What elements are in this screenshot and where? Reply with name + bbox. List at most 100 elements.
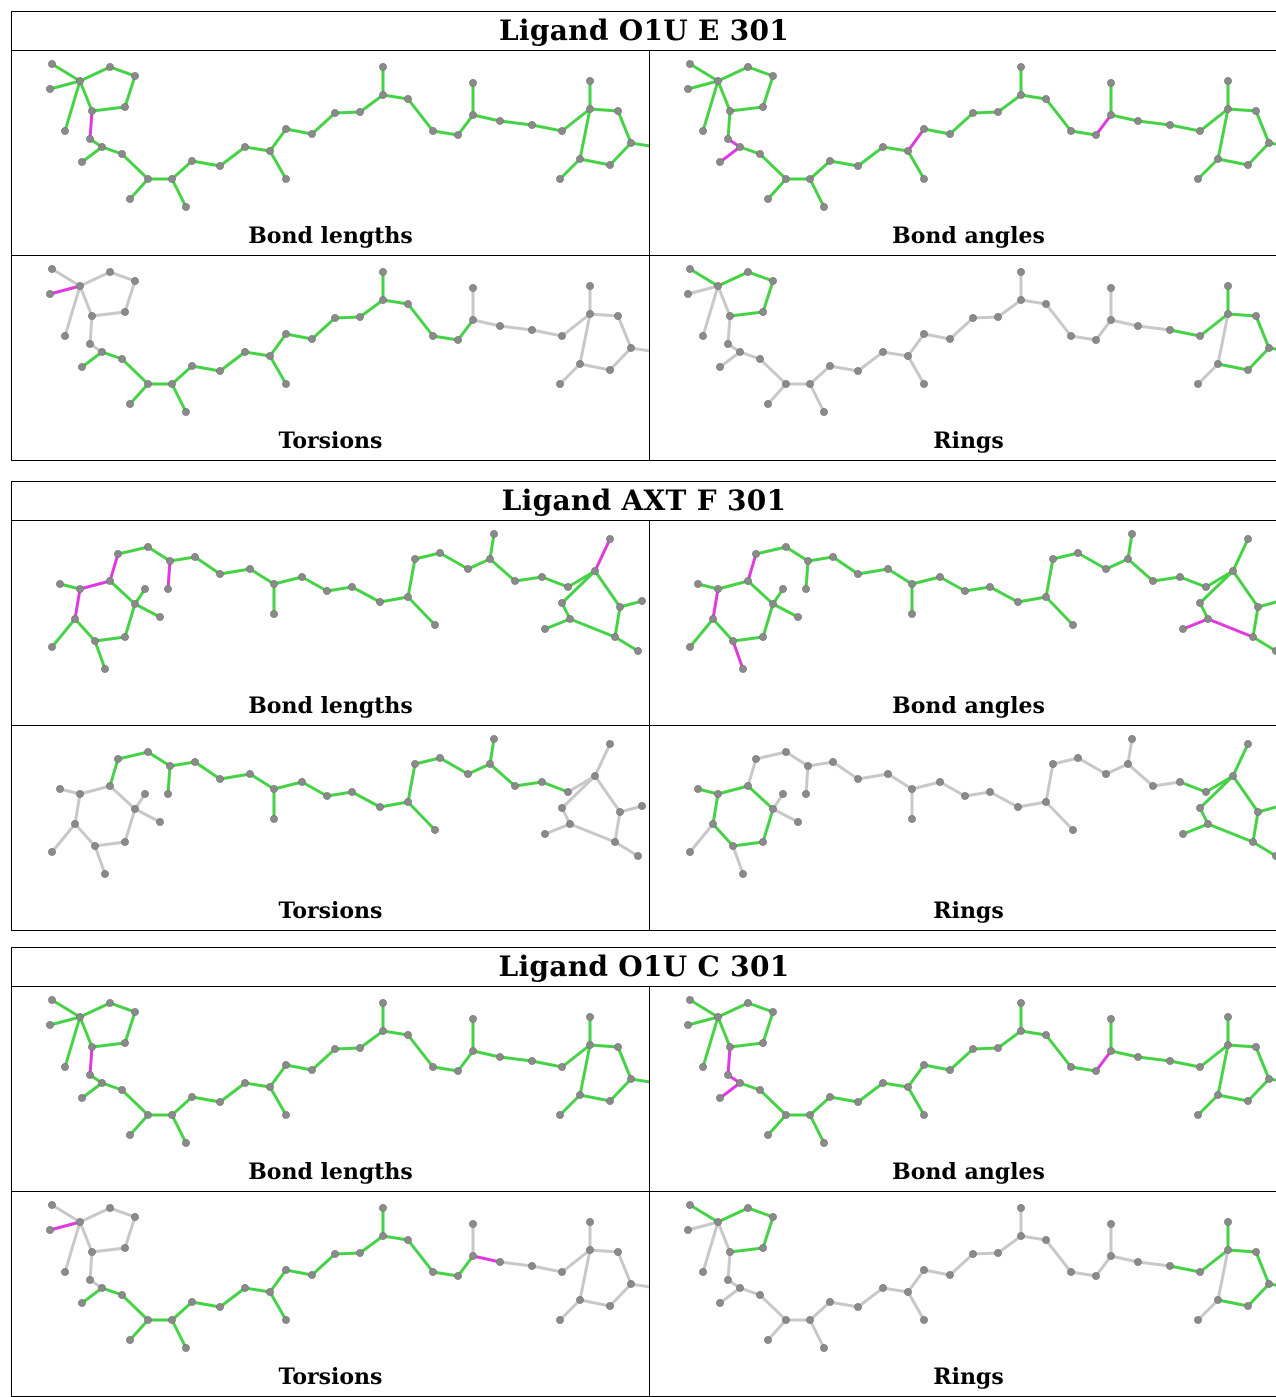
- atom-1-1-34: [1229, 567, 1237, 575]
- bond-2-2-17: [190, 1300, 222, 1309]
- atom-1-0-11: [114, 550, 122, 558]
- atom-0-2-33: [528, 326, 536, 334]
- bond-0-3-4: [728, 310, 765, 318]
- atom-2-3-11: [756, 1291, 764, 1299]
- bond-1-0-2: [108, 579, 137, 606]
- bond-2-0-29: [431, 1065, 460, 1073]
- bond-0-0-32: [471, 113, 502, 123]
- atom-0-2-0: [48, 265, 56, 273]
- atom-2-1-3: [769, 1008, 777, 1016]
- atom-0-1-42: [1194, 175, 1202, 183]
- atom-0-2-25: [379, 296, 387, 304]
- bond-0-3-19: [881, 350, 910, 358]
- atom-2-1-5: [726, 1043, 734, 1051]
- atom-2-1-24: [994, 1044, 1002, 1052]
- atom-0-2-11: [118, 355, 126, 363]
- atom-1-3-39: [1272, 852, 1276, 860]
- bond-1-2-13: [146, 750, 172, 768]
- bond-1-2-40: [568, 822, 617, 844]
- bond-1-2-29: [466, 762, 492, 776]
- molecule-diagram: [48, 530, 646, 673]
- atom-2-2-26: [379, 1204, 387, 1212]
- bond-0-1-2: [746, 65, 775, 78]
- atom-2-0-24: [356, 1044, 364, 1052]
- bond-2-1-30: [1094, 1049, 1113, 1073]
- bond-1-2-7: [50, 822, 77, 854]
- bond-1-0-16: [193, 555, 222, 576]
- atom-0-0-20: [282, 125, 290, 133]
- bond-0-3-42: [1216, 312, 1230, 366]
- bond-0-2-28: [406, 302, 435, 338]
- atom-2-0-40: [606, 1097, 614, 1105]
- horizontal-divider: [12, 255, 1276, 256]
- atom-2-2-17: [216, 1303, 224, 1311]
- bond-0-0-35: [560, 107, 592, 133]
- atom-1-2-6: [71, 820, 79, 828]
- atom-2-1-26: [1017, 999, 1025, 1007]
- bond-0-0-1: [78, 65, 112, 83]
- atom-1-0-35: [606, 535, 614, 543]
- panel-label: Bond angles: [892, 693, 1045, 719]
- atom-1-2-27: [436, 754, 444, 762]
- atom-0-3-24: [994, 313, 1002, 321]
- bond-1-3-1: [716, 784, 750, 796]
- bond-2-1-8: [726, 1045, 732, 1077]
- atom-1-2-12: [144, 748, 152, 756]
- atom-2-3-33: [1166, 1262, 1174, 1270]
- atom-1-3-8: [739, 870, 747, 878]
- atom-0-0-17: [216, 162, 224, 170]
- atom-1-1-13: [804, 557, 812, 565]
- atom-2-1-2: [744, 999, 752, 1007]
- bond-2-1-4: [728, 1041, 765, 1049]
- atom-0-1-21: [920, 175, 928, 183]
- atom-2-0-11: [118, 1086, 126, 1094]
- atom-0-2-20: [282, 330, 290, 338]
- bond-0-1-8: [726, 109, 732, 141]
- atom-0-2-13: [126, 400, 134, 408]
- bond-2-1-13: [766, 1113, 788, 1137]
- bond-1-2-8: [93, 844, 107, 876]
- bond-0-2-13: [128, 382, 150, 406]
- atom-1-2-30: [490, 735, 498, 743]
- bond-2-0-28: [406, 1033, 435, 1069]
- atom-0-2-10: [78, 363, 86, 371]
- bond-0-3-2: [746, 270, 775, 283]
- atom-0-3-21: [920, 380, 928, 388]
- atom-2-0-28: [429, 1063, 437, 1071]
- bond-2-1-38: [1254, 1045, 1271, 1081]
- atom-0-1-35: [1224, 105, 1232, 113]
- bond-1-0-17: [218, 567, 252, 576]
- bond-2-0-7: [48, 1015, 82, 1027]
- bond-2-1-27: [1019, 1029, 1048, 1037]
- bond-2-1-3: [761, 1010, 775, 1045]
- atom-2-3-8: [724, 1276, 732, 1284]
- ligand-title: Ligand O1U C 301: [12, 948, 1276, 987]
- atom-2-0-4: [121, 1039, 129, 1047]
- bond-1-0-26: [406, 557, 417, 599]
- bond-2-2-16: [170, 1300, 194, 1322]
- atom-1-2-4: [121, 838, 129, 846]
- atom-1-3-24: [1042, 798, 1050, 806]
- bond-0-1-13: [766, 177, 788, 201]
- bond-2-0-15: [170, 1113, 188, 1145]
- atom-0-3-9: [736, 348, 744, 356]
- atom-1-1-15: [829, 553, 837, 561]
- atom-1-0-30: [490, 530, 498, 538]
- bond-1-1-40: [1206, 617, 1255, 639]
- bond-2-1-32: [1109, 1049, 1140, 1059]
- bond-2-1-7: [686, 1015, 720, 1027]
- atom-2-0-0: [48, 996, 56, 1004]
- horizontal-divider: [12, 725, 1276, 726]
- bond-1-2-30: [488, 737, 496, 766]
- bond-2-1-20: [906, 1063, 926, 1089]
- bond-2-1-35: [1198, 1043, 1230, 1069]
- bond-2-0-33: [498, 1055, 534, 1063]
- bond-1-1-32: [1151, 575, 1182, 583]
- bond-0-0-13: [128, 177, 150, 201]
- atom-1-3-31: [1149, 782, 1157, 790]
- bond-2-2-12: [120, 1293, 150, 1322]
- bond-0-1-27: [1019, 93, 1048, 101]
- bond-1-3-20: [910, 780, 942, 791]
- bond-2-3-21: [906, 1290, 926, 1322]
- atom-0-1-12: [782, 175, 790, 183]
